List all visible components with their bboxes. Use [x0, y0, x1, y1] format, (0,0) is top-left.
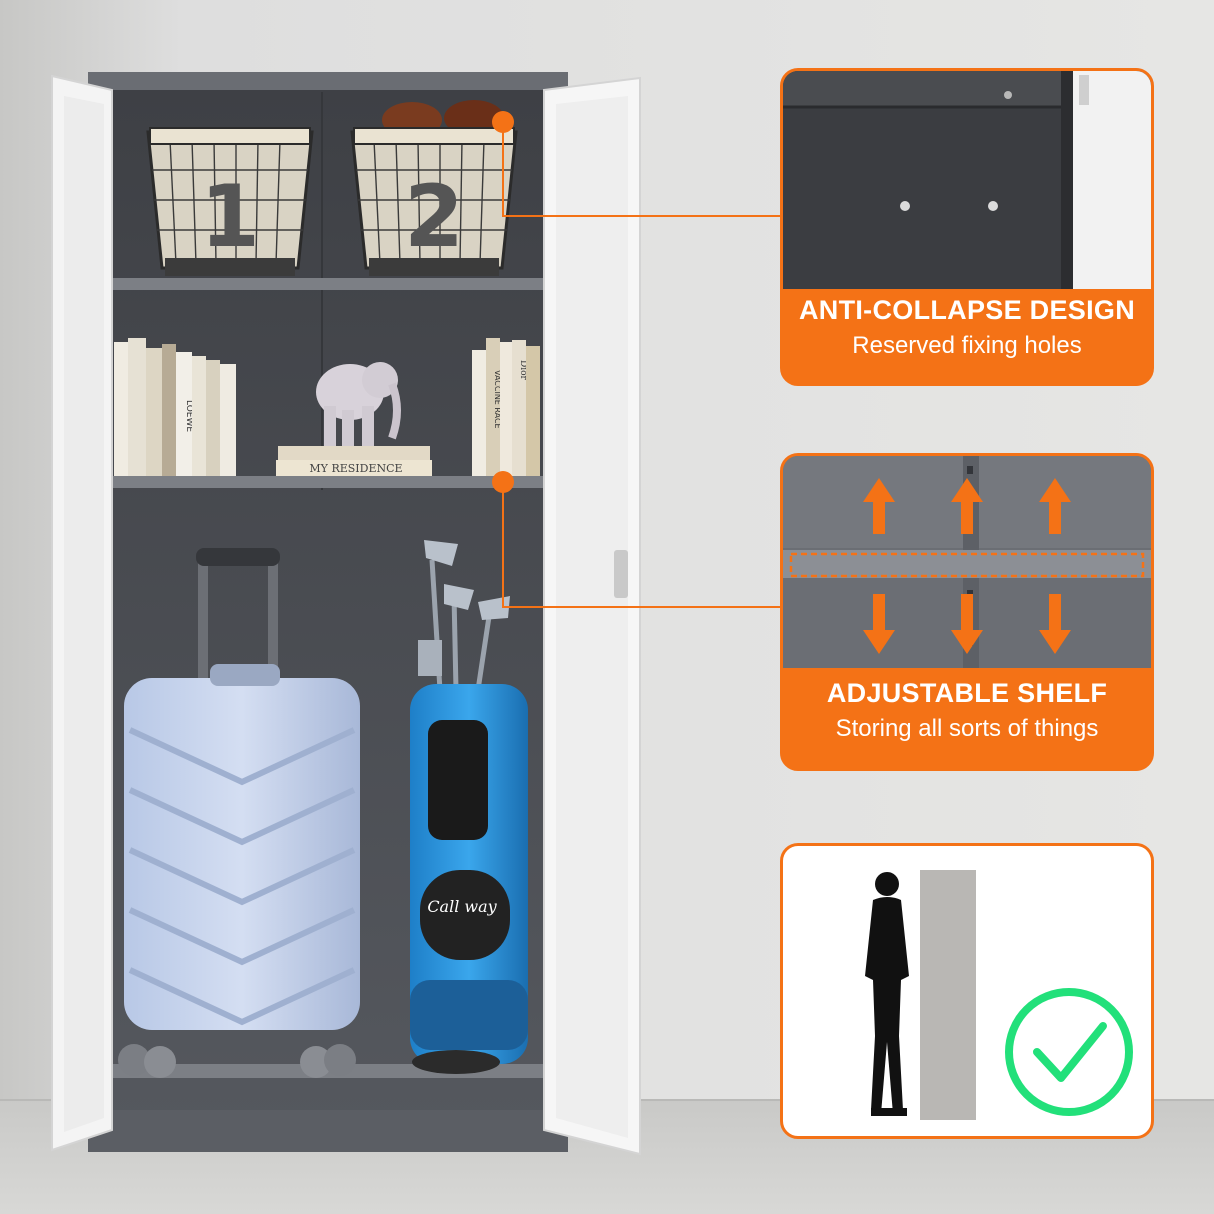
- middle-shelf: [112, 476, 544, 488]
- up-arrow-icon: [863, 478, 1071, 534]
- book-title-my-residence: MY RESIDENCE: [309, 462, 402, 475]
- callout-subtitle: Reserved fixing holes: [852, 332, 1082, 359]
- callout-connectors: [492, 111, 780, 608]
- down-arrow-icon: [863, 594, 1071, 654]
- person-silhouette-icon: [865, 872, 909, 1116]
- golf-bag: Call way: [410, 540, 528, 1074]
- suitcase: [118, 548, 360, 1078]
- fixing-hole-right: [988, 201, 998, 211]
- callout-adjustable-shelf: ADJUSTABLE SHELF Storing all sorts of th…: [780, 453, 1154, 771]
- callout-title: ADJUSTABLE SHELF: [826, 678, 1108, 708]
- golf-bag-brand: Call way: [427, 897, 497, 916]
- book-spine-vaccine-race: VACCINE RACE: [493, 370, 502, 429]
- callout-title: ANTI-COLLAPSE DESIGN: [798, 295, 1135, 325]
- basket-number-2: 2: [404, 167, 464, 267]
- elephant-figurine: MY RESIDENCE: [276, 362, 432, 476]
- books-right: VACCINE RACE Dior: [472, 338, 540, 476]
- basket-2: 2: [350, 100, 518, 276]
- callout-height-comparison: [780, 843, 1154, 1139]
- callout-anti-collapse: ANTI-COLLAPSE DESIGN Reserved fixing hol…: [780, 68, 1154, 386]
- door-lock: [614, 550, 628, 598]
- adjustable-shelf-photo: [783, 456, 1151, 668]
- books-left: LOEWE: [114, 338, 236, 476]
- fixing-holes-photo: [783, 71, 1151, 289]
- callout-subtitle: Storing all sorts of things: [835, 715, 1099, 742]
- green-check-icon: [1005, 988, 1133, 1116]
- book-spine-dior: Dior: [518, 360, 528, 381]
- cabinet-bar-icon: [920, 870, 976, 1120]
- book-spine-loewe: LOEWE: [184, 400, 194, 432]
- basket-number-1: 1: [200, 167, 260, 267]
- shelf-highlight: [789, 552, 1145, 578]
- top-shelf: [112, 278, 544, 290]
- basket-1: 1: [146, 127, 314, 276]
- fixing-hole-left: [900, 201, 910, 211]
